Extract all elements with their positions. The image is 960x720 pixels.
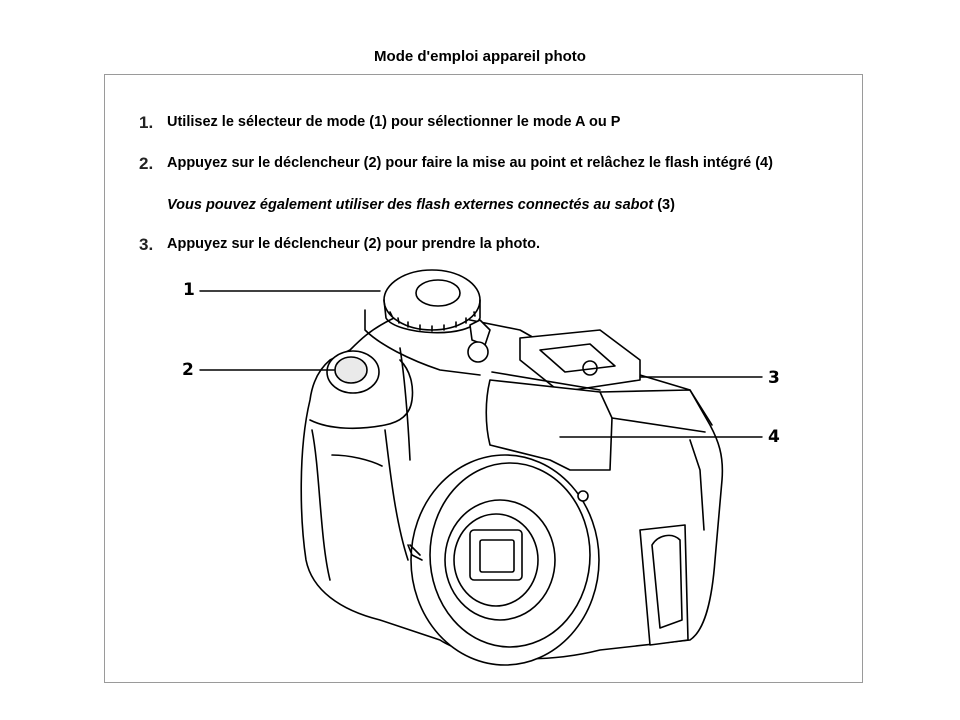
instruction-frame <box>104 74 863 683</box>
step-text: Utilisez le sélecteur de mode (1) pour s… <box>167 114 621 130</box>
page-title: Mode d'emploi appareil photo <box>374 48 586 65</box>
step-text: Appuyez sur le déclencheur (2) pour pren… <box>167 236 541 252</box>
step-note: Vous pouvez également utiliser des flash… <box>167 197 675 213</box>
step-number: 2. <box>139 154 154 173</box>
step-number: 1. <box>139 113 154 132</box>
camera-icon <box>199 269 763 666</box>
note-suffix: (3) <box>653 197 675 213</box>
callout-1: 1 <box>183 280 195 300</box>
callout-3: 3 <box>768 368 780 388</box>
step-number: 3. <box>139 235 154 254</box>
callout-2: 2 <box>182 360 194 380</box>
callout-4: 4 <box>768 427 780 447</box>
step-text: Appuyez sur le déclencheur (2) pour fair… <box>167 155 773 171</box>
note-italic-text: Vous pouvez également utiliser des flash… <box>167 197 654 213</box>
